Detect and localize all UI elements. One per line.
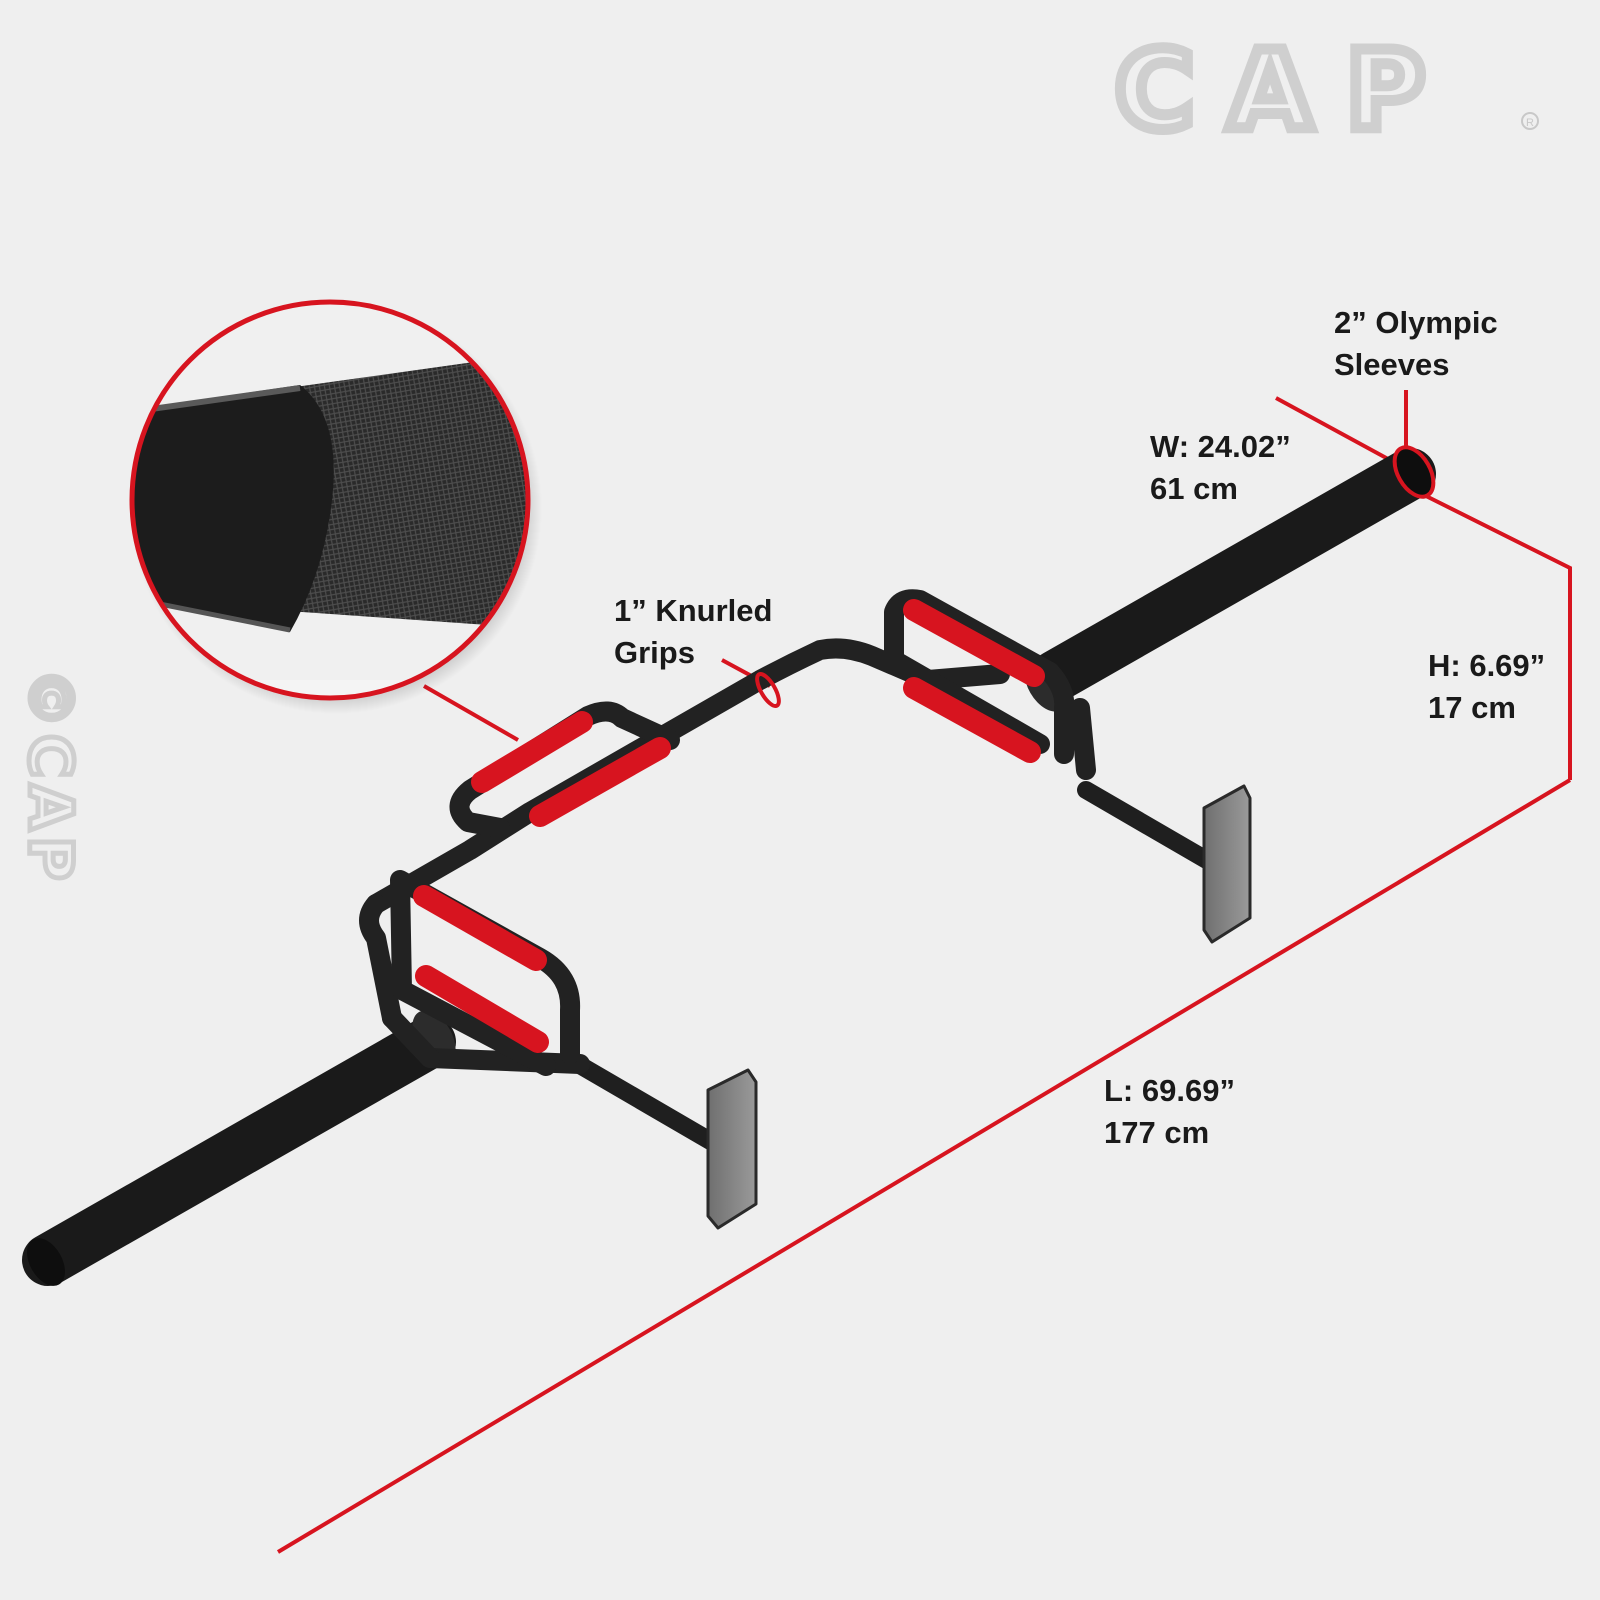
height-cm: 17 cm bbox=[1428, 690, 1516, 725]
registered-mark-circle bbox=[1521, 112, 1539, 130]
length-dimension-line bbox=[276, 778, 1572, 1554]
cap-logo: CAP R bbox=[1110, 24, 1539, 160]
frame bbox=[359, 638, 1096, 1074]
inset-border bbox=[129, 299, 531, 701]
height-inches: H: 6.69” bbox=[1428, 648, 1546, 683]
grips-callout: 1” Knurled Grips bbox=[614, 590, 772, 674]
cap-watermark: ©CAP bbox=[15, 668, 85, 886]
inset-leader-line bbox=[423, 684, 519, 742]
logo-text: CAP bbox=[1115, 29, 1459, 154]
right-handle bbox=[884, 589, 1075, 764]
sleeves-callout-line2: Sleeves bbox=[1334, 347, 1450, 382]
width-callout: W: 24.02” 61 cm bbox=[1150, 426, 1291, 510]
length-inches: L: 69.69” bbox=[1104, 1073, 1235, 1108]
grip-marker-ring bbox=[755, 672, 781, 708]
length-callout: L: 69.69” 177 cm bbox=[1104, 1070, 1235, 1154]
width-inches: W: 24.02” bbox=[1150, 429, 1291, 464]
trap-bar bbox=[22, 445, 1436, 1286]
right-stand-plate bbox=[1077, 781, 1252, 944]
width-cm: 61 cm bbox=[1150, 471, 1238, 506]
length-cm: 177 cm bbox=[1104, 1115, 1210, 1150]
left-stand-plate bbox=[569, 1055, 758, 1230]
registered-mark: R bbox=[1526, 117, 1534, 129]
height-dimension-line bbox=[1417, 490, 1572, 780]
sleeves-callout: 2” Olympic Sleeves bbox=[1334, 302, 1498, 386]
left-sleeve bbox=[22, 1010, 456, 1286]
grips-callout-line2: Grips bbox=[614, 635, 695, 670]
front-handle bbox=[390, 870, 581, 1076]
sleeves-callout-line1: 2” Olympic bbox=[1334, 305, 1498, 340]
knurl-inset bbox=[129, 299, 542, 714]
left-handle bbox=[449, 701, 680, 838]
grips-callout-line1: 1” Knurled bbox=[614, 593, 773, 628]
height-callout: H: 6.69” 17 cm bbox=[1428, 645, 1545, 729]
